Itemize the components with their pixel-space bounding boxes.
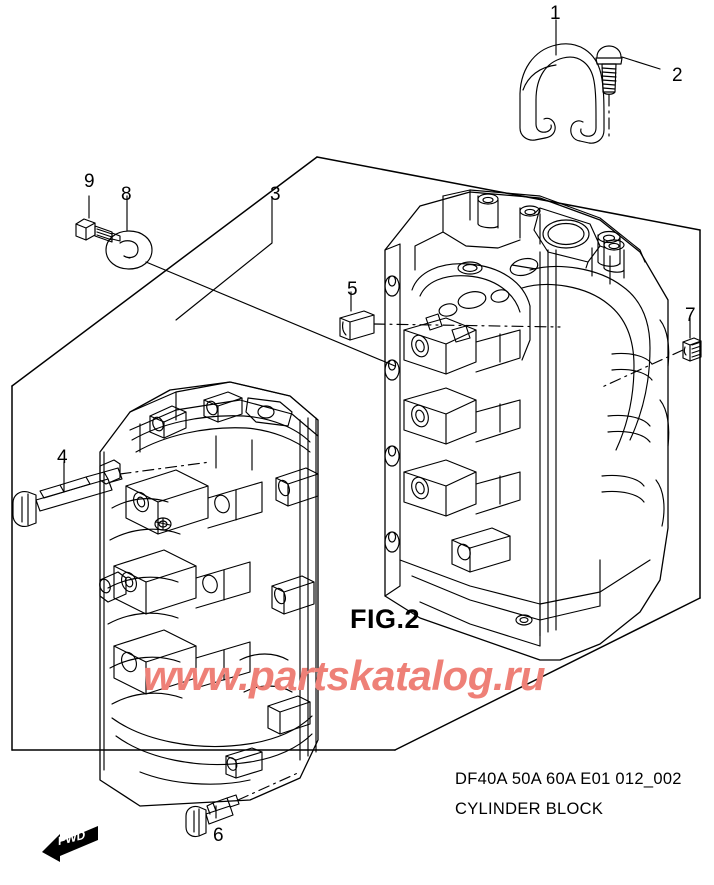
part-8-anode-cap (105, 230, 153, 270)
part-4-long-bolt (12, 467, 123, 528)
callout-7: 7 (685, 305, 696, 326)
caption-title: CYLINDER BLOCK (455, 800, 604, 818)
part-2-bolt (595, 45, 623, 95)
part-5-dowel-pin (339, 310, 375, 341)
part-9-bolt (75, 218, 121, 243)
part-7-threaded-plug (682, 337, 702, 362)
centerline-5 (373, 323, 561, 328)
leader-line-8-to-block (145, 261, 396, 367)
centerline-6 (237, 771, 301, 801)
callout-1: 1 (550, 3, 561, 24)
part-6-short-bolt (185, 794, 240, 838)
assembly-boundary-box (11, 156, 701, 751)
cylinder-block-left-half (99, 381, 319, 807)
callout-4: 4 (57, 447, 68, 468)
centerline-4 (119, 461, 211, 475)
figure-label: FIG.2 (350, 604, 421, 634)
callout-5: 5 (347, 279, 358, 300)
callout-8: 8 (121, 184, 132, 205)
callout-3: 3 (270, 184, 281, 205)
caption-model-code: DF40A 50A 60A E01 012_002 (455, 770, 682, 788)
callout-2: 2 (672, 65, 683, 86)
centerline-7 (599, 349, 684, 389)
callout-6: 6 (213, 825, 224, 846)
fwd-direction-arrow (42, 826, 98, 862)
leader-line-2 (621, 56, 661, 70)
leader-line-3 (175, 197, 273, 321)
cylinder-block-right-half (384, 189, 670, 661)
site-watermark: www.partskatalog.ru (143, 652, 546, 699)
callout-9: 9 (84, 171, 95, 192)
part-1-lifting-hook (519, 43, 605, 144)
